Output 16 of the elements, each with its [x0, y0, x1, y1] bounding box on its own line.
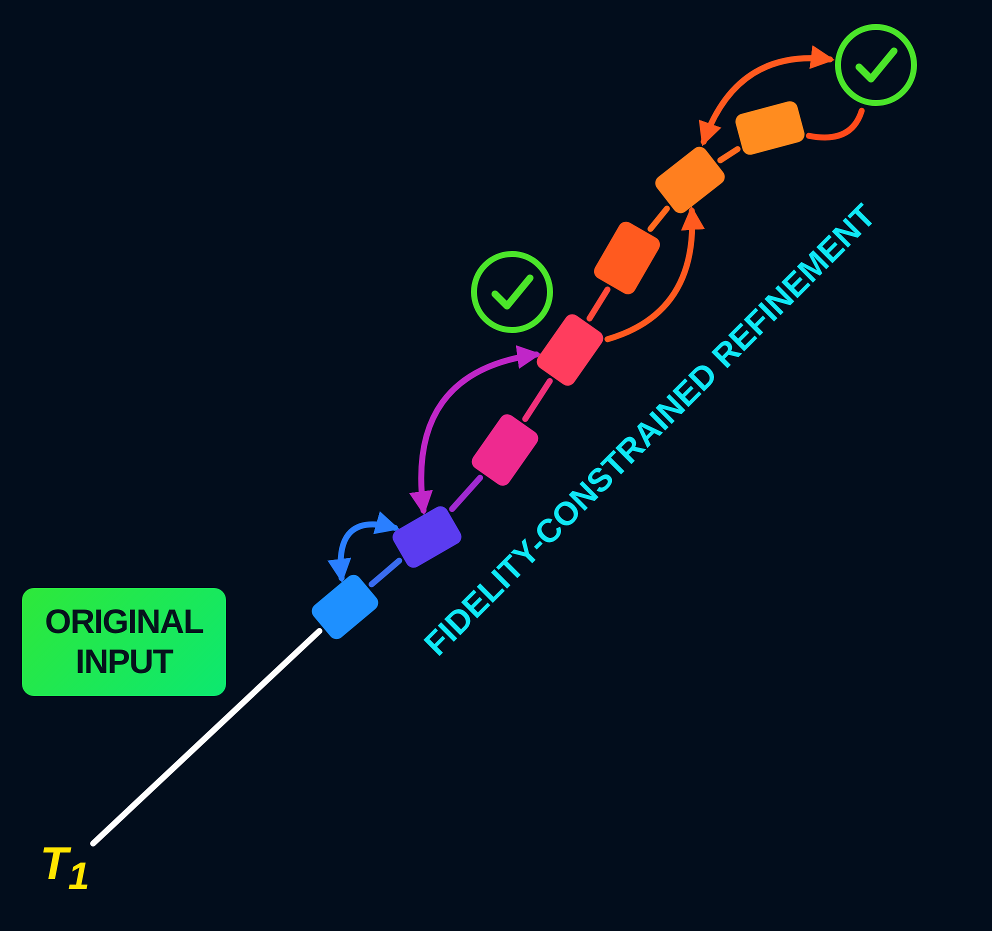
connector-line [806, 108, 865, 140]
curved-arrow [410, 346, 542, 516]
input-label-box: ORIGINAL INPUT [22, 588, 226, 696]
connector-line [522, 378, 553, 422]
connector-line [648, 206, 670, 232]
connector-line [586, 286, 610, 322]
check-circle-icon [834, 23, 918, 107]
connector-line [717, 146, 741, 164]
curved-arrow [700, 46, 835, 146]
connector-line [90, 628, 322, 846]
curved-arrow [328, 512, 400, 583]
connector-line [449, 474, 484, 512]
connector-line [368, 558, 402, 588]
curved-arrow [604, 206, 704, 342]
time-label: T$_{1}$ [40, 835, 90, 906]
check-circle-icon [470, 250, 554, 334]
